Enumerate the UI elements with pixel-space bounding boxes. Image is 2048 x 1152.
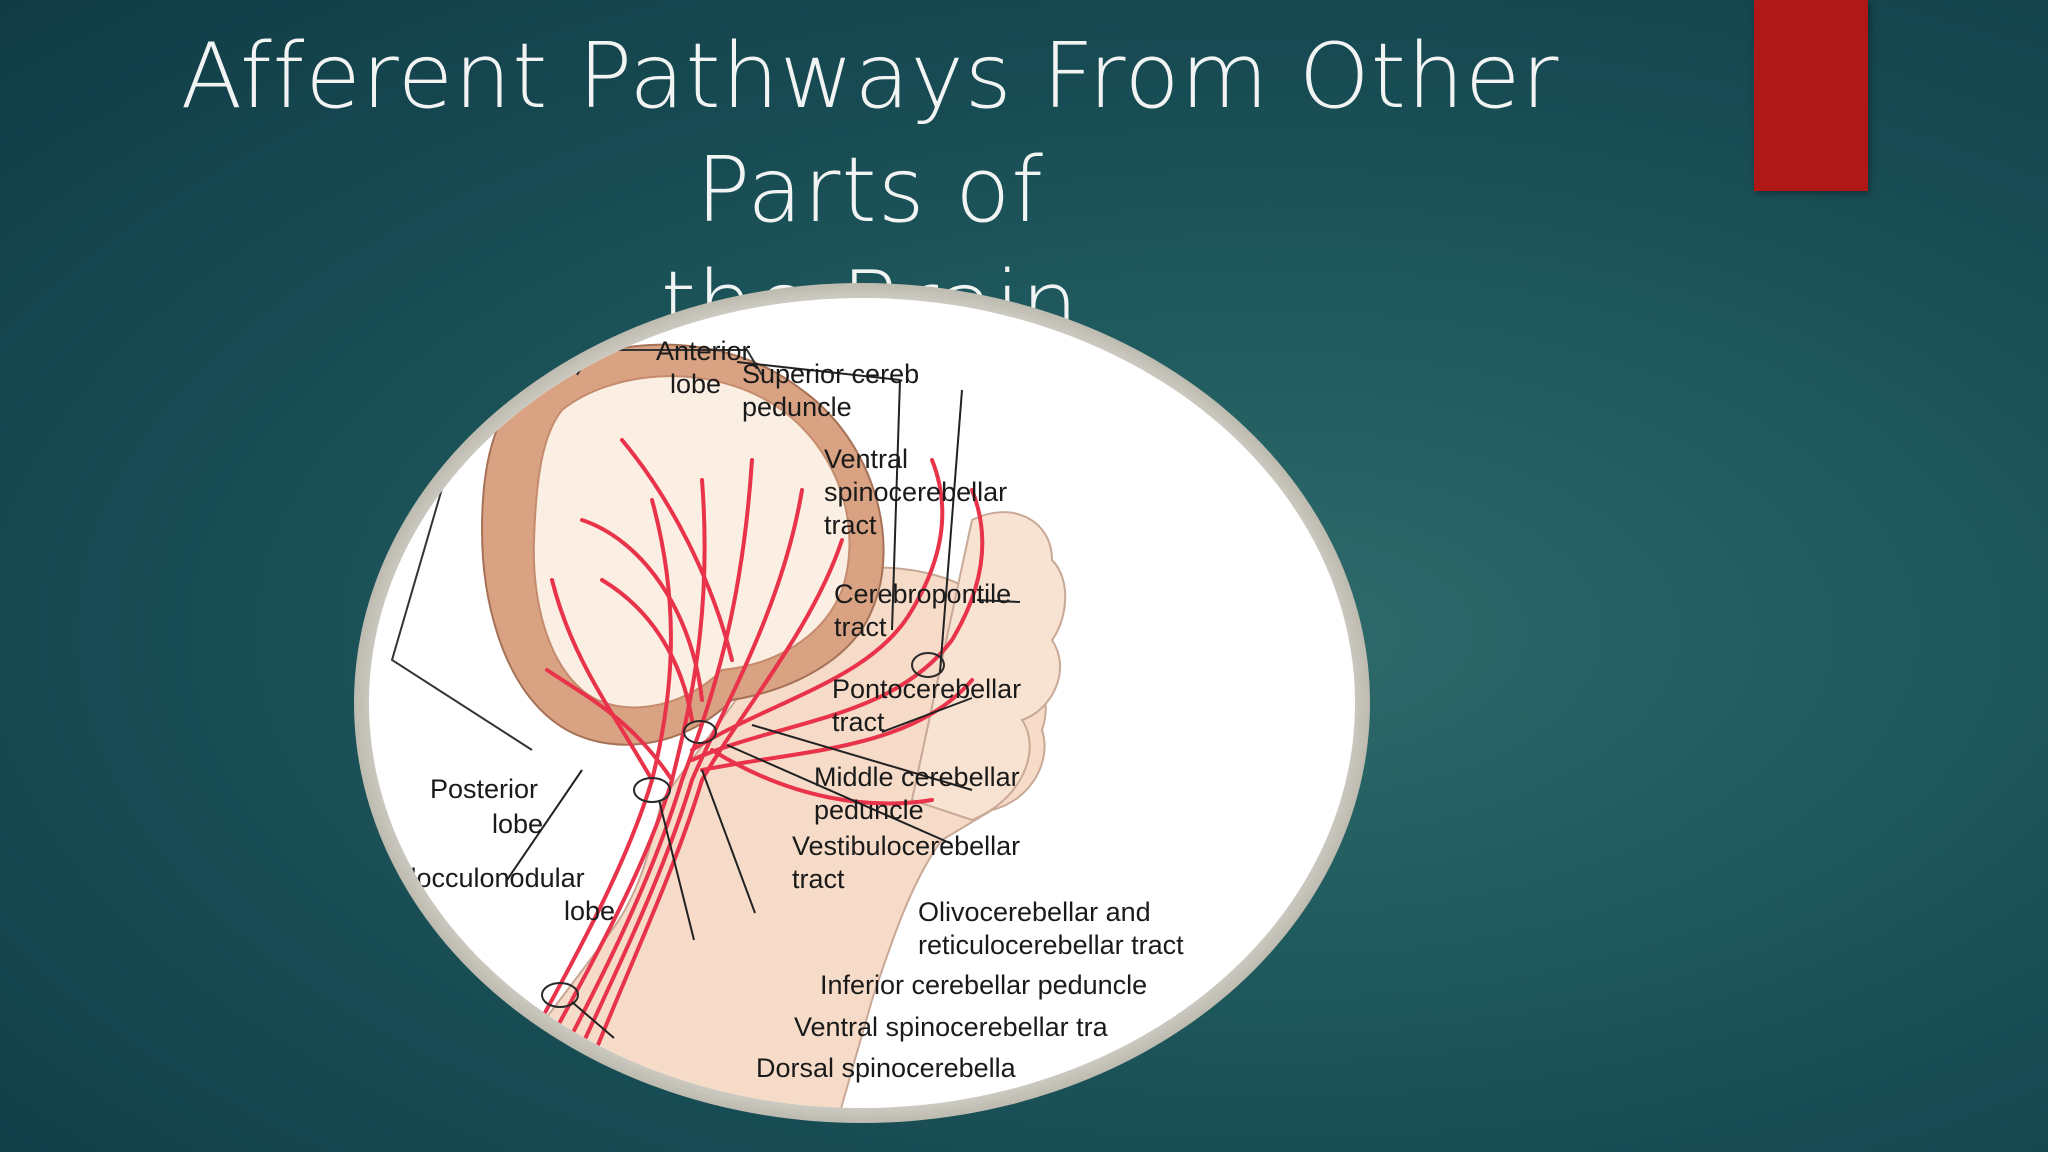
leader-lines <box>506 361 1021 1081</box>
label-dorsal-spinocerebellar: Dorsal spinocerebella <box>756 1053 1017 1083</box>
leader-vestibulocerebellar <box>726 744 953 845</box>
label-olivocerebellar: Olivocerebellar and <box>918 897 1151 927</box>
tract-path <box>570 538 844 1108</box>
tract-section-marker <box>541 982 579 1008</box>
slide-title: Afferent Pathways From Other Parts of th… <box>60 20 1680 362</box>
tract-path <box>600 578 694 722</box>
tract-section-marker <box>633 777 671 803</box>
tract-path <box>710 748 934 806</box>
cerebellum-diagram: Anterior lobe Superior cereb peduncle Ve… <box>354 283 1370 1123</box>
tract-path <box>580 518 704 702</box>
label-flocculonodular-lobe: Flocculonodular <box>394 863 585 893</box>
label-pontocerebellar: Pontocerebellar <box>832 674 1021 704</box>
tract-path <box>620 438 734 662</box>
accent-bar <box>1754 0 1868 191</box>
label-posterior-lobe: Posterior <box>430 774 538 804</box>
tract-path <box>690 458 945 752</box>
diagram-labels: Anterior lobe Superior cereb peduncle Ve… <box>394 336 1184 1083</box>
tract-section-marker <box>911 652 945 678</box>
label-anterior-lobe: Anterior <box>656 336 751 366</box>
label-vestibulocerebellar: Vestibulocerebellar <box>792 831 1020 861</box>
leader-olivocerebellar <box>701 769 756 914</box>
leader-superior-peduncle-drop <box>891 379 901 631</box>
label-cerebropontile: Cerebropontile <box>834 579 1011 609</box>
tract-path <box>690 488 985 762</box>
label-anterior-lobe: lobe <box>670 369 721 399</box>
title-line-1: Afferent Pathways From Other Parts of <box>180 24 1560 243</box>
afferent-tracts <box>490 438 985 1108</box>
tract-path <box>550 488 804 1108</box>
label-posterior-lobe: lobe <box>492 809 543 839</box>
cerebellum-figure: Anterior lobe Superior cereb peduncle Ve… <box>352 280 1372 1126</box>
label-olivocerebellar: reticulocerebellar tract <box>918 930 1184 960</box>
tract-path <box>530 458 754 1108</box>
leader-inferior-peduncle <box>658 799 695 941</box>
label-superior-peduncle: peduncle <box>742 392 852 422</box>
label-superior-peduncle: Superior cereb <box>742 359 919 389</box>
label-middle-cerebellar-peduncle: peduncle <box>814 795 924 825</box>
label-inferior-cerebellar-peduncle: Inferior cerebellar peduncle <box>820 970 1147 1000</box>
label-ventral-spinocerebellar: tract <box>824 510 877 540</box>
label-ventral-spinocerebellar-bottom: Ventral spinocerebellar tra <box>794 1012 1109 1042</box>
label-pontocerebellar: tract <box>832 707 885 737</box>
leader-middle-peduncle <box>751 724 973 791</box>
tract-section-marker <box>683 720 717 744</box>
leader-pontocerebellar <box>881 697 973 733</box>
label-flocculonodular-lobe: lobe <box>564 896 615 926</box>
label-ventral-spinocerebellar: spinocerebellar <box>824 477 1007 507</box>
tract-path <box>490 498 673 1108</box>
label-middle-cerebellar-peduncle: Middle cerebellar <box>814 762 1020 792</box>
label-cerebropontile: tract <box>834 612 887 642</box>
label-ventral-spinocerebellar: Ventral <box>824 444 908 474</box>
leader-ventral-spinocerebellar <box>939 389 963 673</box>
leader-cerebropontile <box>976 599 1021 603</box>
leader-superior-peduncle <box>736 361 901 381</box>
leader-flocculonodular <box>506 769 583 881</box>
leader-ventral-spinocerebellar-bottom <box>571 1001 615 1039</box>
tract-path <box>550 578 654 782</box>
label-vestibulocerebellar: tract <box>792 864 845 894</box>
tract-path <box>545 668 674 782</box>
pons <box>910 511 1067 822</box>
tract-path <box>700 678 974 772</box>
